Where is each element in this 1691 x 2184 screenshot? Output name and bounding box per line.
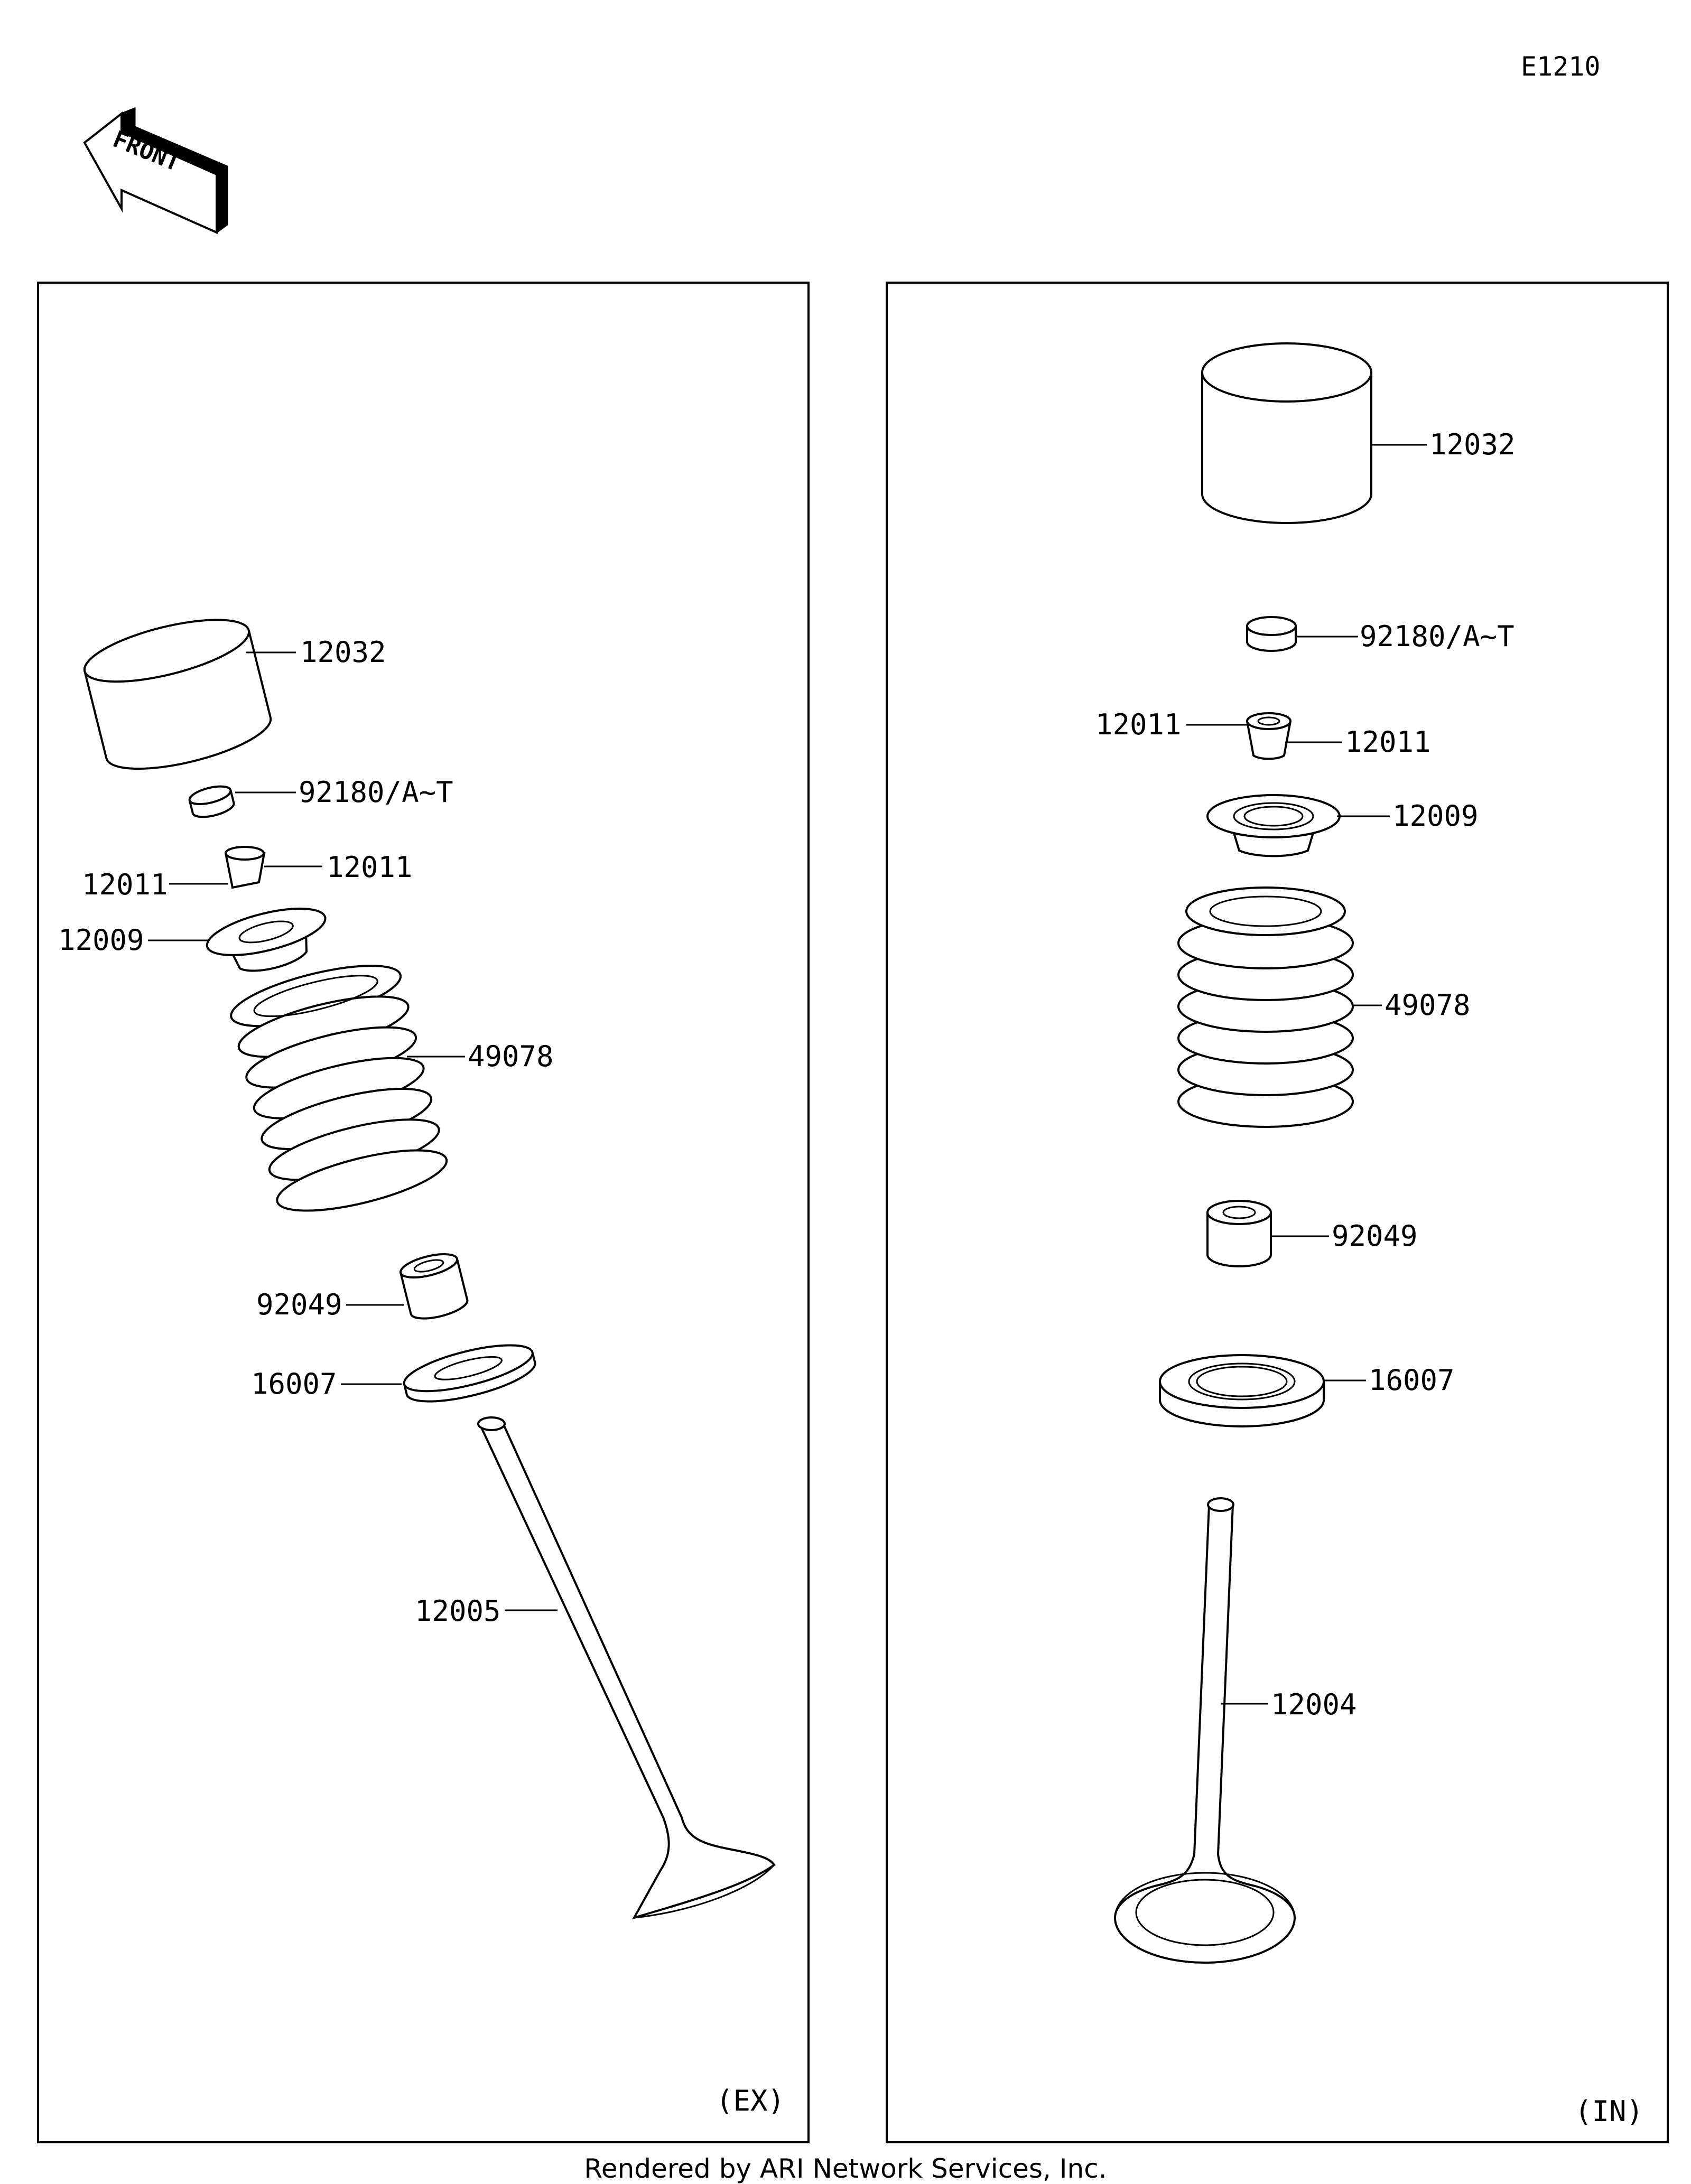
ex-keeper-12011 bbox=[225, 846, 266, 889]
in-retainer-12009 bbox=[1206, 794, 1341, 857]
in-valve-12004 bbox=[1113, 1497, 1296, 1964]
ex-label-49078: 49078 bbox=[468, 1040, 554, 1073]
in-spring-49078 bbox=[1177, 886, 1354, 1128]
intake-panel bbox=[886, 282, 1669, 2143]
in-panel-tag: (IN) bbox=[1575, 2095, 1643, 2128]
ex-label-92180: 92180/A~T bbox=[299, 776, 453, 809]
in-keeper-12011 bbox=[1246, 712, 1292, 760]
ex-retainer-12009 bbox=[206, 908, 327, 972]
ex-label-12009: 12009 bbox=[58, 923, 144, 957]
in-label-12009: 12009 bbox=[1392, 799, 1479, 833]
diagram-code: E1210 bbox=[1521, 51, 1601, 82]
ex-tappet-12032 bbox=[83, 619, 272, 770]
in-label-12011-left: 12011 bbox=[1095, 708, 1182, 741]
ex-panel-tag: (EX) bbox=[716, 2084, 785, 2117]
ex-shim-92180 bbox=[188, 785, 235, 818]
ex-label-12032: 12032 bbox=[300, 636, 386, 669]
in-label-49078: 49078 bbox=[1385, 988, 1471, 1022]
ex-label-92049: 92049 bbox=[256, 1288, 342, 1321]
in-shim-92180 bbox=[1246, 616, 1297, 652]
ex-spring-49078 bbox=[230, 965, 448, 1212]
ex-label-12005: 12005 bbox=[415, 1594, 501, 1628]
in-label-16007: 16007 bbox=[1369, 1364, 1455, 1397]
in-label-92180: 92180/A~T bbox=[1360, 620, 1515, 653]
exhaust-panel bbox=[37, 282, 810, 2143]
footer-credit: Rendered by ARI Network Services, Inc. bbox=[584, 2153, 1107, 2184]
in-label-12004: 12004 bbox=[1271, 1688, 1357, 1721]
ex-seat-16007 bbox=[403, 1344, 536, 1403]
in-label-92049: 92049 bbox=[1332, 1219, 1418, 1253]
in-tappet-12032 bbox=[1201, 342, 1372, 524]
ex-label-12011-left: 12011 bbox=[82, 868, 168, 901]
ex-label-12011-right: 12011 bbox=[327, 851, 413, 884]
in-seal-92049 bbox=[1206, 1200, 1272, 1267]
in-label-12011-right: 12011 bbox=[1345, 725, 1431, 759]
front-arrow-icon: FRONT bbox=[83, 107, 228, 235]
ex-seal-92049 bbox=[399, 1253, 469, 1320]
in-label-12032: 12032 bbox=[1429, 428, 1516, 461]
in-seat-16007 bbox=[1159, 1354, 1325, 1427]
ex-label-16007: 16007 bbox=[251, 1367, 337, 1401]
ex-valve-12005 bbox=[477, 1416, 776, 1920]
